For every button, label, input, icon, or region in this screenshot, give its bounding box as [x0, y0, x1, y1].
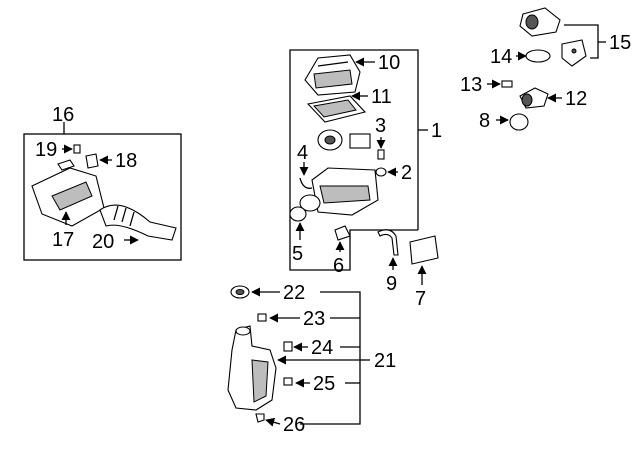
callout-20: 20 — [92, 231, 114, 253]
plug-part — [73, 144, 81, 154]
callout-24: 24 — [311, 337, 333, 359]
mass-airflow-group: 15 14 13 12 8 — [460, 7, 631, 132]
clamp-part — [525, 49, 551, 63]
callout-4: 4 — [297, 142, 308, 164]
callout-2: 2 — [401, 162, 412, 184]
reservoir-clip-part — [255, 413, 265, 423]
callout-6: 6 — [333, 255, 344, 277]
group-21-bracket — [300, 291, 361, 425]
group-16-box — [23, 133, 182, 261]
resonator-slots — [51, 181, 93, 211]
group-1-bracket — [289, 49, 419, 271]
lower-case-part — [299, 167, 379, 216]
callout-26: 26 — [283, 414, 305, 436]
hose-rib-3 — [129, 211, 135, 227]
hose-clip-part — [299, 177, 313, 189]
cap-center — [235, 289, 245, 295]
air-cleaner-assembly-group: 10 11 1 3 4 2 5 6 — [289, 49, 442, 277]
grommet-part — [375, 167, 387, 177]
callout-18: 18 — [115, 150, 137, 172]
label-plate-part — [409, 235, 439, 265]
intake-hose-part — [99, 204, 177, 241]
callout-22: 22 — [283, 282, 305, 304]
reservoir-screw-part — [257, 313, 267, 322]
callout-21: 21 — [374, 350, 396, 372]
reservoir-grommet-part — [283, 377, 293, 386]
callout-1: 1 — [431, 120, 442, 142]
callout-15: 15 — [609, 32, 631, 54]
callout-8: 8 — [479, 110, 490, 132]
ring-part — [289, 206, 307, 222]
screw-part — [501, 80, 513, 88]
hose-rib-2 — [121, 207, 127, 223]
sensor-duct-part — [317, 129, 371, 151]
callout-11: 11 — [371, 86, 392, 108]
reservoir-plug-part — [283, 341, 293, 352]
cap-part — [85, 153, 99, 169]
callout-9: 9 — [386, 273, 397, 295]
callout-10: 10 — [378, 52, 400, 74]
o-ring-part — [509, 113, 529, 131]
callout-25: 25 — [313, 373, 335, 395]
callout-16: 16 — [52, 104, 74, 126]
tube-part — [377, 229, 399, 256]
bolt-part — [377, 149, 385, 160]
callout-7: 7 — [415, 288, 426, 310]
upper-cover-part — [304, 54, 361, 96]
reservoir-neck — [235, 326, 251, 336]
filter-element-part — [306, 95, 367, 123]
callout-17: 17 — [52, 229, 74, 251]
sensor-opening — [525, 14, 539, 30]
parts-7-9: 9 7 — [377, 229, 439, 310]
intake-duct-group: 16 19 18 17 20 — [23, 104, 182, 261]
callout-14: 14 — [490, 46, 512, 68]
meter-opening — [521, 93, 533, 107]
callout-12: 12 — [565, 88, 587, 110]
mount-part — [334, 225, 351, 241]
reservoir-side — [251, 359, 269, 403]
leader-26 — [265, 417, 281, 427]
small-label-part — [57, 159, 75, 171]
hose-rib-1 — [113, 205, 119, 221]
callout-5: 5 — [292, 243, 303, 265]
bracket-hole — [571, 48, 577, 54]
reservoir-group: 21 22 23 24 25 26 — [227, 282, 396, 436]
callout-13: 13 — [460, 74, 482, 96]
callout-3: 3 — [375, 115, 386, 137]
callout-23: 23 — [303, 308, 325, 330]
callout-19: 19 — [35, 139, 57, 161]
